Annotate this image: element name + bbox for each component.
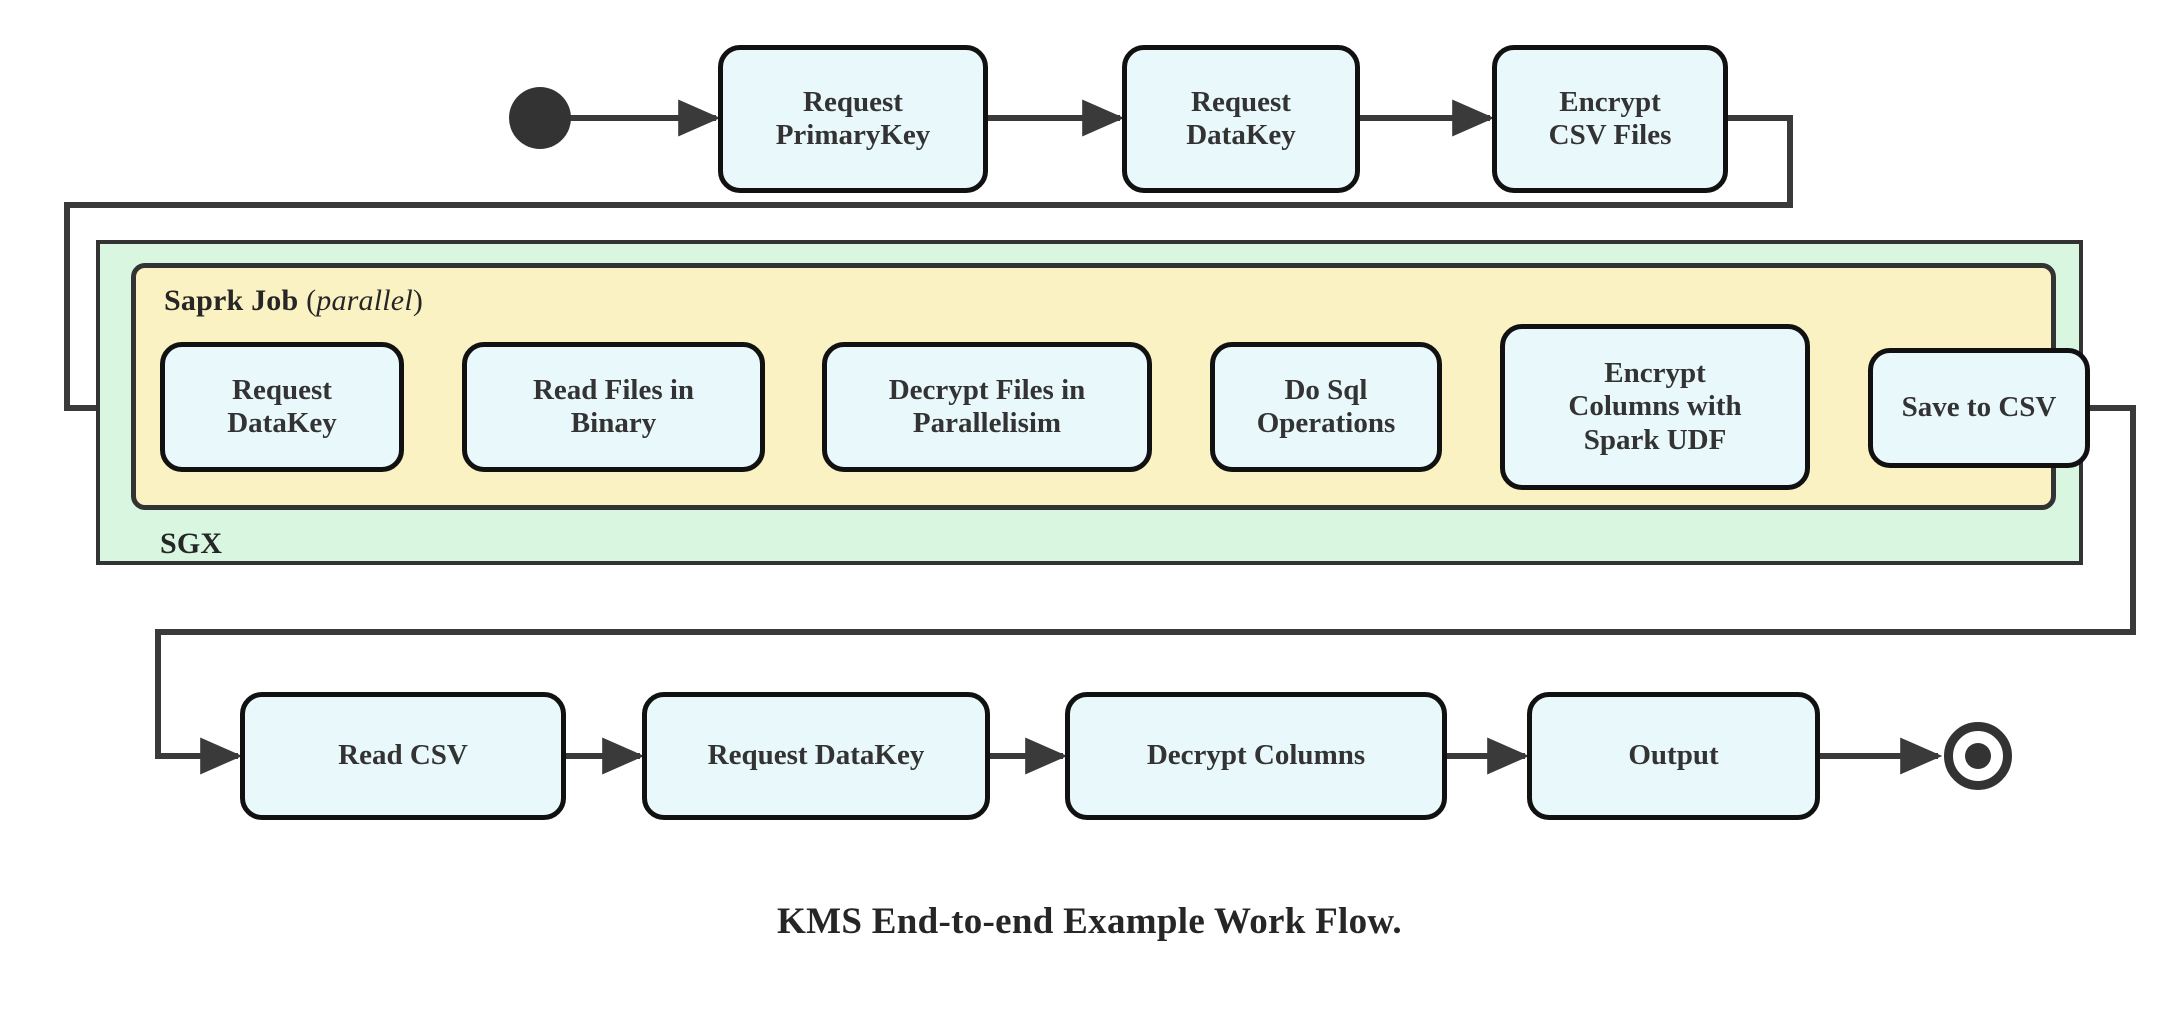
node-line: Request (1191, 85, 1291, 118)
caption-text: KMS End-to-end Example Work Flow. (777, 901, 1402, 942)
node-output[interactable]: Output (1527, 692, 1820, 820)
node-line: Request (232, 373, 332, 406)
spark-label-paren-close: ) (412, 284, 424, 317)
node-encrypt-csv-files[interactable]: Encrypt CSV Files (1492, 45, 1728, 193)
sgx-label-text: SGX (160, 527, 223, 560)
diagram-caption: KMS End-to-end Example Work Flow. (0, 900, 2179, 943)
node-line: Decrypt Columns (1146, 739, 1366, 772)
node-line: Do Sql (1284, 373, 1368, 406)
node-decrypt-files-in-parallelisim[interactable]: Decrypt Files in Parallelisim (822, 342, 1152, 472)
node-line: DataKey (227, 407, 337, 439)
node-line: PrimaryKey (775, 119, 931, 151)
node-request-primarykey[interactable]: Request PrimaryKey (718, 45, 988, 193)
node-encrypt-columns-with-spark-udf[interactable]: Encrypt Columns with Spark UDF (1500, 324, 1810, 490)
node-line: Read Files in (532, 373, 695, 406)
node-line: Parallelisim (912, 407, 1062, 439)
container-sgx-label: SGX (160, 527, 222, 561)
spark-label-main: Saprk Job (164, 284, 299, 317)
node-read-files-in-binary[interactable]: Read Files in Binary (462, 342, 765, 472)
node-line: Request DataKey (707, 739, 925, 772)
node-line: Binary (570, 407, 657, 439)
node-do-sql-operations[interactable]: Do Sql Operations (1210, 342, 1442, 472)
node-line: Save to CSV (1901, 391, 2057, 424)
node-decrypt-columns[interactable]: Decrypt Columns (1065, 692, 1447, 820)
spark-label-paren-open: ( (306, 284, 317, 317)
node-line: Encrypt (1559, 85, 1661, 118)
node-line: Encrypt (1604, 357, 1706, 390)
container-spark-job-label: Saprk Job (parallel) (164, 284, 423, 318)
node-line: DataKey (1186, 119, 1296, 151)
node-line: Decrypt Files in (888, 373, 1086, 406)
node-request-datakey-spark[interactable]: Request DataKey (160, 342, 404, 472)
node-line: Spark UDF (1583, 423, 1727, 456)
end-node (1944, 722, 2012, 790)
node-line: Read CSV (338, 739, 468, 772)
node-request-datakey-top[interactable]: Request DataKey (1122, 45, 1360, 193)
node-line: Columns with (1568, 390, 1742, 423)
spark-label-modifier: parallel (316, 284, 413, 317)
node-save-to-csv[interactable]: Save to CSV (1868, 348, 2090, 468)
node-request-datakey-bottom[interactable]: Request DataKey (642, 692, 990, 820)
node-line: Operations (1256, 407, 1396, 439)
node-line: Output (1628, 739, 1719, 772)
node-read-csv[interactable]: Read CSV (240, 692, 566, 820)
start-node (509, 87, 571, 149)
node-line: Request (803, 85, 903, 118)
node-line: CSV Files (1548, 119, 1672, 151)
